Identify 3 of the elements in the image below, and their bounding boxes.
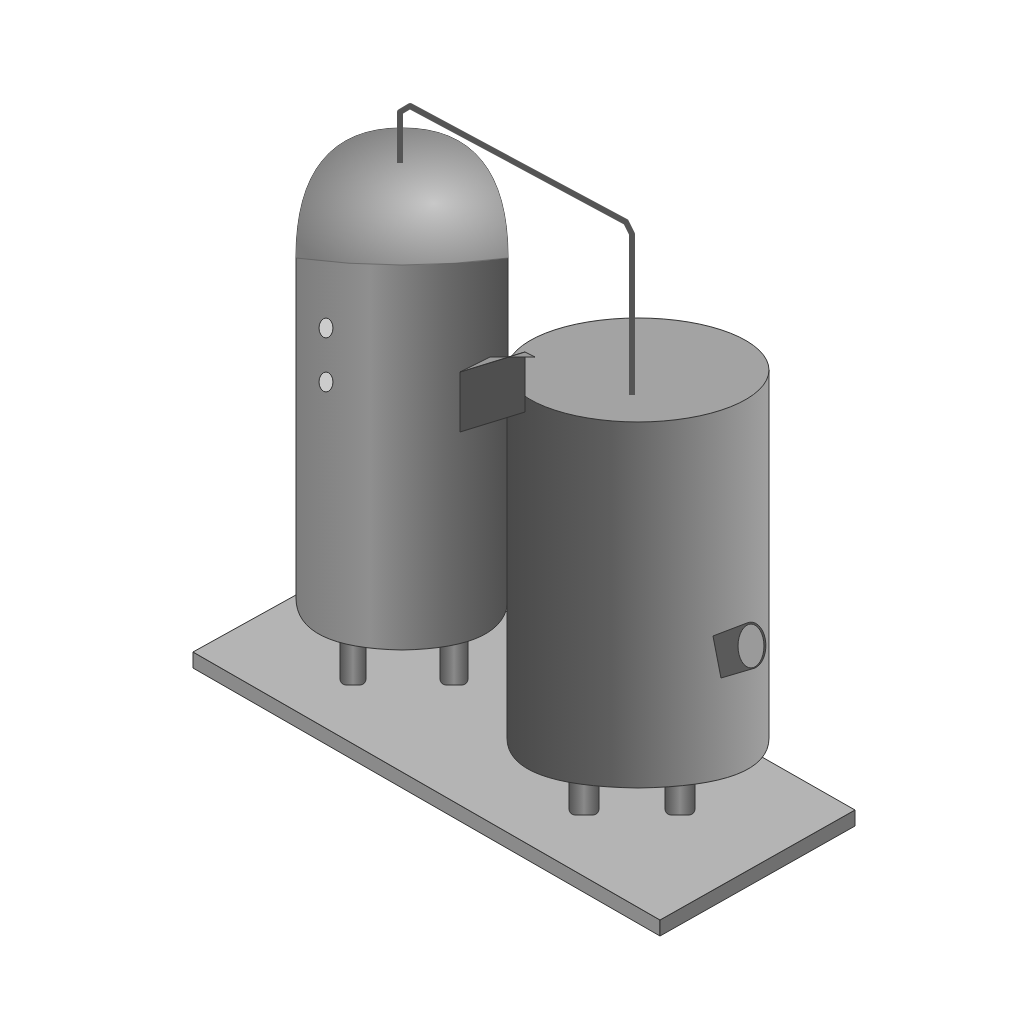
pipe [397, 103, 635, 395]
vertical-tank [507, 318, 769, 818]
vertical-tank [296, 128, 508, 688]
